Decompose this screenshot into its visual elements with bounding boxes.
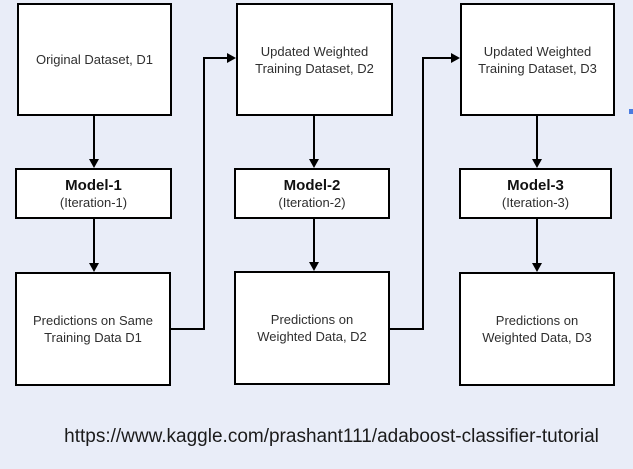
- edge-blue-artifact: [629, 109, 633, 114]
- dataset-box-d2-line1: Updated Weighted: [260, 43, 369, 59]
- elbow-pred1-to-d2-bottom-segment: [171, 328, 205, 330]
- elbow-pred2-to-d3-vertical-segment: [422, 57, 424, 330]
- elbow-pred1-to-d2-head: [227, 53, 236, 63]
- model-1-title: Model-1: [65, 176, 122, 194]
- elbow-pred2-to-d3-head: [451, 53, 460, 63]
- predictions-box-d1: Predictions on Same Training Data D1: [15, 272, 171, 386]
- model-2-subtitle: (Iteration-2): [278, 194, 346, 210]
- dataset-box-d2-line2: Training Dataset, D2: [255, 60, 374, 76]
- arrow-d1-to-model1-line: [93, 116, 95, 160]
- model-1-subtitle: (Iteration-1): [59, 194, 128, 210]
- dataset-box-d3-line1: Updated Weighted: [483, 43, 592, 59]
- elbow-pred2-to-d3-top-segment: [422, 57, 451, 59]
- dataset-box-d3: Updated Weighted Training Dataset, D3: [460, 3, 615, 116]
- model-3-subtitle: (Iteration-3): [501, 194, 570, 210]
- predictions-box-d1-line1: Predictions on Same: [33, 313, 153, 328]
- model-3-box: Model-3 (Iteration-3): [459, 168, 612, 219]
- predictions-box-d1-line2: Training Data D1: [44, 330, 142, 345]
- elbow-pred2-to-d3-bottom-segment: [390, 328, 424, 330]
- dataset-box-d1: Original Dataset, D1: [17, 3, 172, 116]
- elbow-pred1-to-d2-vertical-segment: [203, 57, 205, 330]
- dataset-box-d2: Updated Weighted Training Dataset, D2: [236, 3, 393, 116]
- arrow-d2-to-model2-line: [313, 116, 315, 160]
- predictions-box-d3: Predictions on Weighted Data, D3: [459, 272, 615, 386]
- predictions-box-d2: Predictions on Weighted Data, D2: [234, 271, 390, 385]
- arrow-d2-to-model2-head: [309, 159, 319, 168]
- arrow-d3-to-model3-line: [536, 116, 538, 160]
- dataset-box-d3-line2: Training Dataset, D3: [478, 60, 597, 76]
- model-2-box: Model-2 (Iteration-2): [234, 168, 390, 219]
- arrow-model1-to-pred1-line: [93, 219, 95, 263]
- model-1-box: Model-1 (Iteration-1): [15, 168, 172, 219]
- arrow-model3-to-pred3-line: [536, 219, 538, 263]
- dataset-box-d1-label: Original Dataset, D1: [35, 52, 154, 67]
- arrow-d1-to-model1-head: [89, 159, 99, 168]
- arrow-model1-to-pred1-head: [89, 263, 99, 272]
- arrow-model2-to-pred2-head: [309, 262, 319, 271]
- predictions-box-d3-line1: Predictions on: [495, 313, 579, 328]
- arrow-model2-to-pred2-line: [313, 219, 315, 262]
- arrow-d3-to-model3-head: [532, 159, 542, 168]
- predictions-box-d2-line2: Weighted Data, D2: [257, 329, 367, 344]
- source-url-caption: https://www.kaggle.com/prashant111/adabo…: [64, 426, 599, 447]
- elbow-pred1-to-d2-top-segment: [203, 57, 227, 59]
- predictions-box-d3-line2: Weighted Data, D3: [482, 330, 592, 345]
- predictions-box-d2-line1: Predictions on: [270, 312, 354, 327]
- model-3-title: Model-3: [507, 176, 564, 194]
- model-2-title: Model-2: [283, 176, 341, 194]
- arrow-model3-to-pred3-head: [532, 263, 542, 272]
